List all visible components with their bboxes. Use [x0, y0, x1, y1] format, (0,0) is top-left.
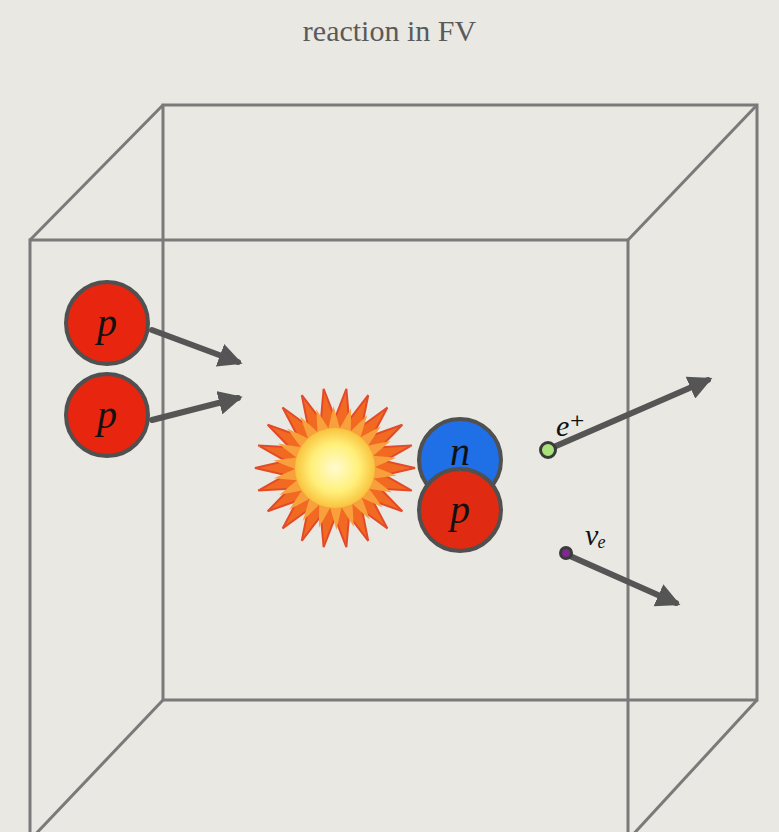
motion-arrows: [152, 330, 708, 603]
particle-label: e⁺: [556, 411, 585, 441]
burst-outer: [255, 389, 415, 547]
fusion-starburst: [255, 389, 415, 547]
slide-title: reaction in FV: [0, 14, 779, 48]
proton-ball: p: [64, 372, 150, 458]
particle-label: νₑ: [585, 520, 606, 550]
particle-symbol: p: [97, 395, 117, 435]
neutrino-dot: νₑ: [559, 546, 573, 560]
proton-ball: p: [417, 467, 503, 553]
positron-dot: e⁺: [539, 441, 557, 459]
particle-symbol: n: [450, 432, 470, 472]
burst-inner: [273, 406, 396, 530]
particle-symbol: p: [97, 303, 117, 343]
particle-symbol: p: [450, 490, 470, 530]
proton-ball: p: [64, 280, 150, 366]
fiducial-volume-cube: [30, 105, 757, 832]
burst-core: [295, 428, 375, 508]
